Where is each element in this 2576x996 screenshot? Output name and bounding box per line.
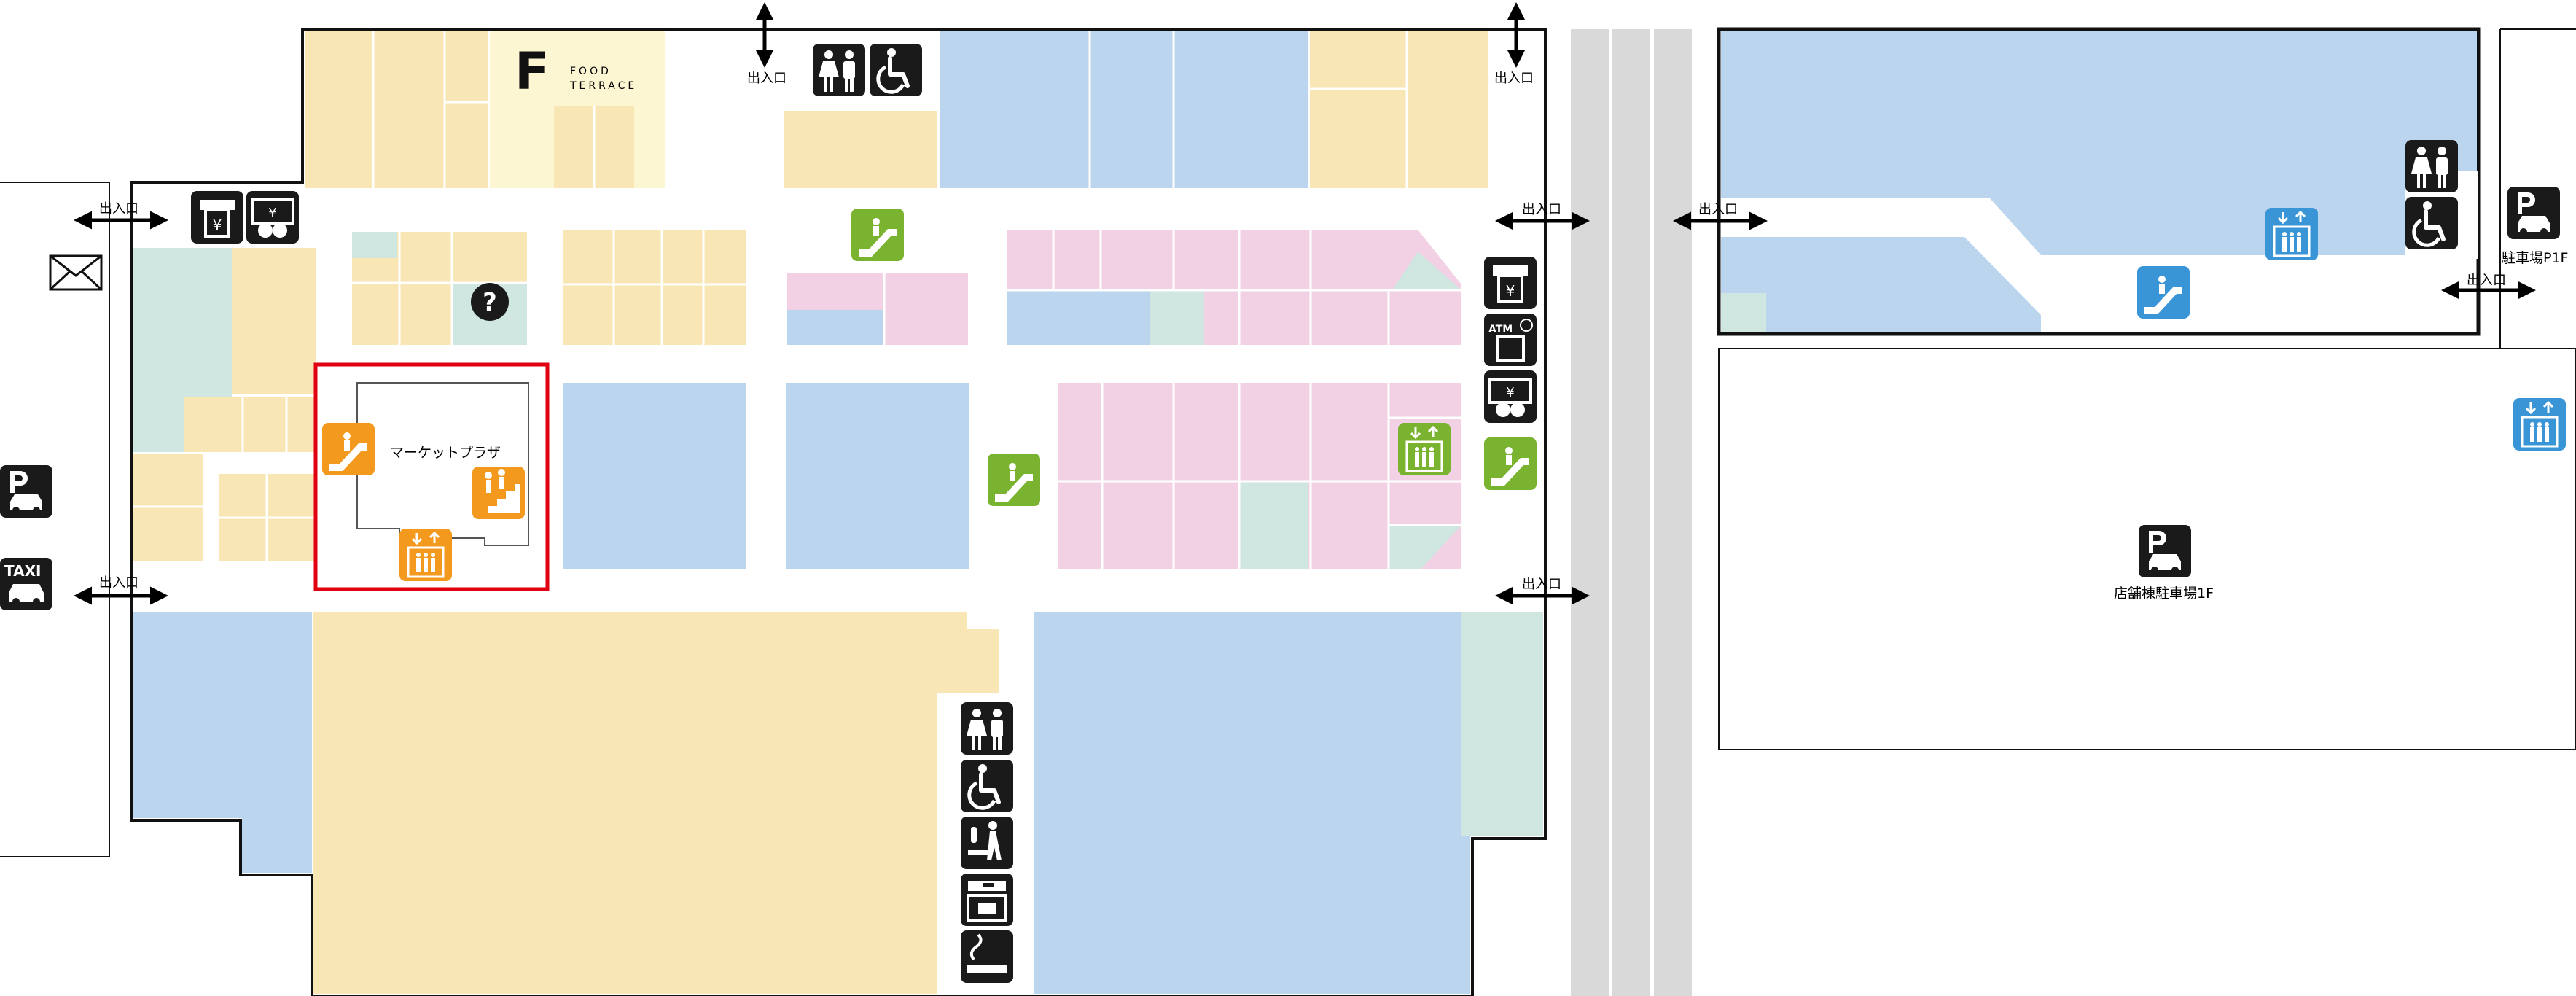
entrance-label: 出入口 bbox=[99, 201, 138, 217]
restroom-icon bbox=[813, 44, 865, 96]
entrance-label: 出入口 bbox=[747, 71, 787, 86]
atm-icon bbox=[1483, 255, 1538, 311]
shop-block bbox=[133, 248, 232, 397]
entrance-arrow-icon: 出入口 bbox=[1494, 2, 1534, 86]
food-terrace-logo-bg bbox=[515, 45, 561, 89]
wheelchair-icon bbox=[961, 760, 1013, 812]
elevator-icon bbox=[1397, 421, 1452, 477]
shop-block bbox=[1461, 612, 1543, 836]
parking-p1f-label: 駐車場P1F bbox=[2502, 250, 2568, 266]
coin-locker-icon bbox=[959, 872, 1015, 927]
stairs-icon bbox=[472, 467, 525, 519]
entrance-label: 出入口 bbox=[1522, 202, 1561, 217]
shop-block bbox=[1310, 31, 1488, 188]
parking-icon bbox=[2507, 187, 2560, 239]
escalator-icon bbox=[322, 423, 375, 475]
elevator-icon bbox=[398, 527, 453, 583]
shop-block bbox=[133, 612, 312, 873]
mail-icon bbox=[49, 254, 103, 291]
shop-block bbox=[1389, 383, 1461, 418]
shop-block bbox=[352, 232, 397, 258]
entrance-label: 出入口 bbox=[2467, 273, 2506, 288]
shop-block bbox=[563, 230, 746, 345]
road-lane bbox=[1654, 29, 1692, 996]
shop-block bbox=[305, 31, 488, 188]
info-icon bbox=[471, 283, 509, 321]
entrance-arrow-icon: 出入口 bbox=[747, 2, 787, 86]
escalator-icon bbox=[988, 454, 1040, 506]
elevator-icon bbox=[2512, 397, 2567, 452]
annex-shop bbox=[1721, 31, 2477, 255]
shop-block bbox=[784, 111, 937, 188]
entrance-arrow-icon: 出入口 bbox=[1673, 202, 1768, 230]
shop-block bbox=[937, 612, 967, 693]
road-lane bbox=[1612, 29, 1650, 996]
restroom-icon bbox=[961, 702, 1013, 755]
entrance-label: 出入口 bbox=[1494, 71, 1534, 86]
currency-exchange-icon bbox=[245, 190, 300, 245]
atm-icon bbox=[190, 190, 245, 245]
market-plaza-label: マーケットプラザ bbox=[390, 445, 501, 461]
shop-block bbox=[787, 310, 884, 345]
atm-icon bbox=[1483, 312, 1538, 367]
escalator-icon bbox=[851, 209, 904, 261]
taxi-label: TAXI bbox=[4, 562, 41, 580]
food-terrace-letter: F bbox=[515, 42, 550, 101]
smoking-icon bbox=[959, 929, 1015, 984]
currency-exchange-icon bbox=[1483, 369, 1538, 424]
shop-block bbox=[1239, 481, 1308, 569]
shop-block bbox=[133, 397, 184, 452]
entrance-arrow-icon: 出入口 bbox=[74, 201, 168, 230]
wheelchair-icon bbox=[2405, 197, 2458, 249]
parking-icon bbox=[2139, 525, 2191, 577]
annex-shop bbox=[1721, 293, 1766, 332]
wheelchair-icon bbox=[870, 44, 922, 96]
entrance-arrow-icon: 出入口 bbox=[2441, 273, 2536, 300]
escalator-icon bbox=[1484, 437, 1537, 490]
parking-icon bbox=[0, 465, 52, 518]
shop-block bbox=[786, 383, 969, 569]
shop-block bbox=[1392, 252, 1461, 290]
shop-block bbox=[1034, 612, 1470, 994]
food-terrace-line2: TERRACE bbox=[569, 80, 637, 92]
annex-shop bbox=[1721, 237, 2041, 332]
entrance-arrow-icon: 出入口 bbox=[1495, 577, 1590, 605]
entrance-arrow-icon: 出入口 bbox=[74, 575, 168, 605]
food-terrace-line1: FOOD bbox=[570, 66, 612, 77]
road-lane bbox=[1571, 29, 1609, 996]
shop-block bbox=[313, 612, 937, 994]
elevator-icon bbox=[2264, 206, 2319, 262]
shop-block bbox=[563, 383, 746, 569]
escalator-icon bbox=[2137, 266, 2190, 319]
entrance-label: 出入口 bbox=[1522, 577, 1561, 592]
shop-block bbox=[1150, 290, 1204, 345]
atm-label: ATM bbox=[1488, 324, 1513, 335]
shop-block bbox=[1389, 525, 1461, 569]
entrance-arrow-icon: 出入口 bbox=[1495, 202, 1590, 230]
shop-block bbox=[940, 31, 1308, 188]
market-plaza-outline bbox=[356, 382, 529, 546]
shop-block bbox=[184, 397, 316, 452]
entrance-label: 出入口 bbox=[99, 575, 138, 591]
shop-block bbox=[967, 629, 999, 693]
market-plaza-highlight[interactable] bbox=[313, 362, 550, 591]
shop-block bbox=[1007, 290, 1150, 345]
baby-room-icon bbox=[961, 817, 1013, 869]
restroom-icon bbox=[2405, 140, 2458, 192]
store-parking-label: 店舗棟駐車場1F bbox=[2114, 585, 2214, 602]
entrance-label: 出入口 bbox=[1698, 202, 1738, 217]
